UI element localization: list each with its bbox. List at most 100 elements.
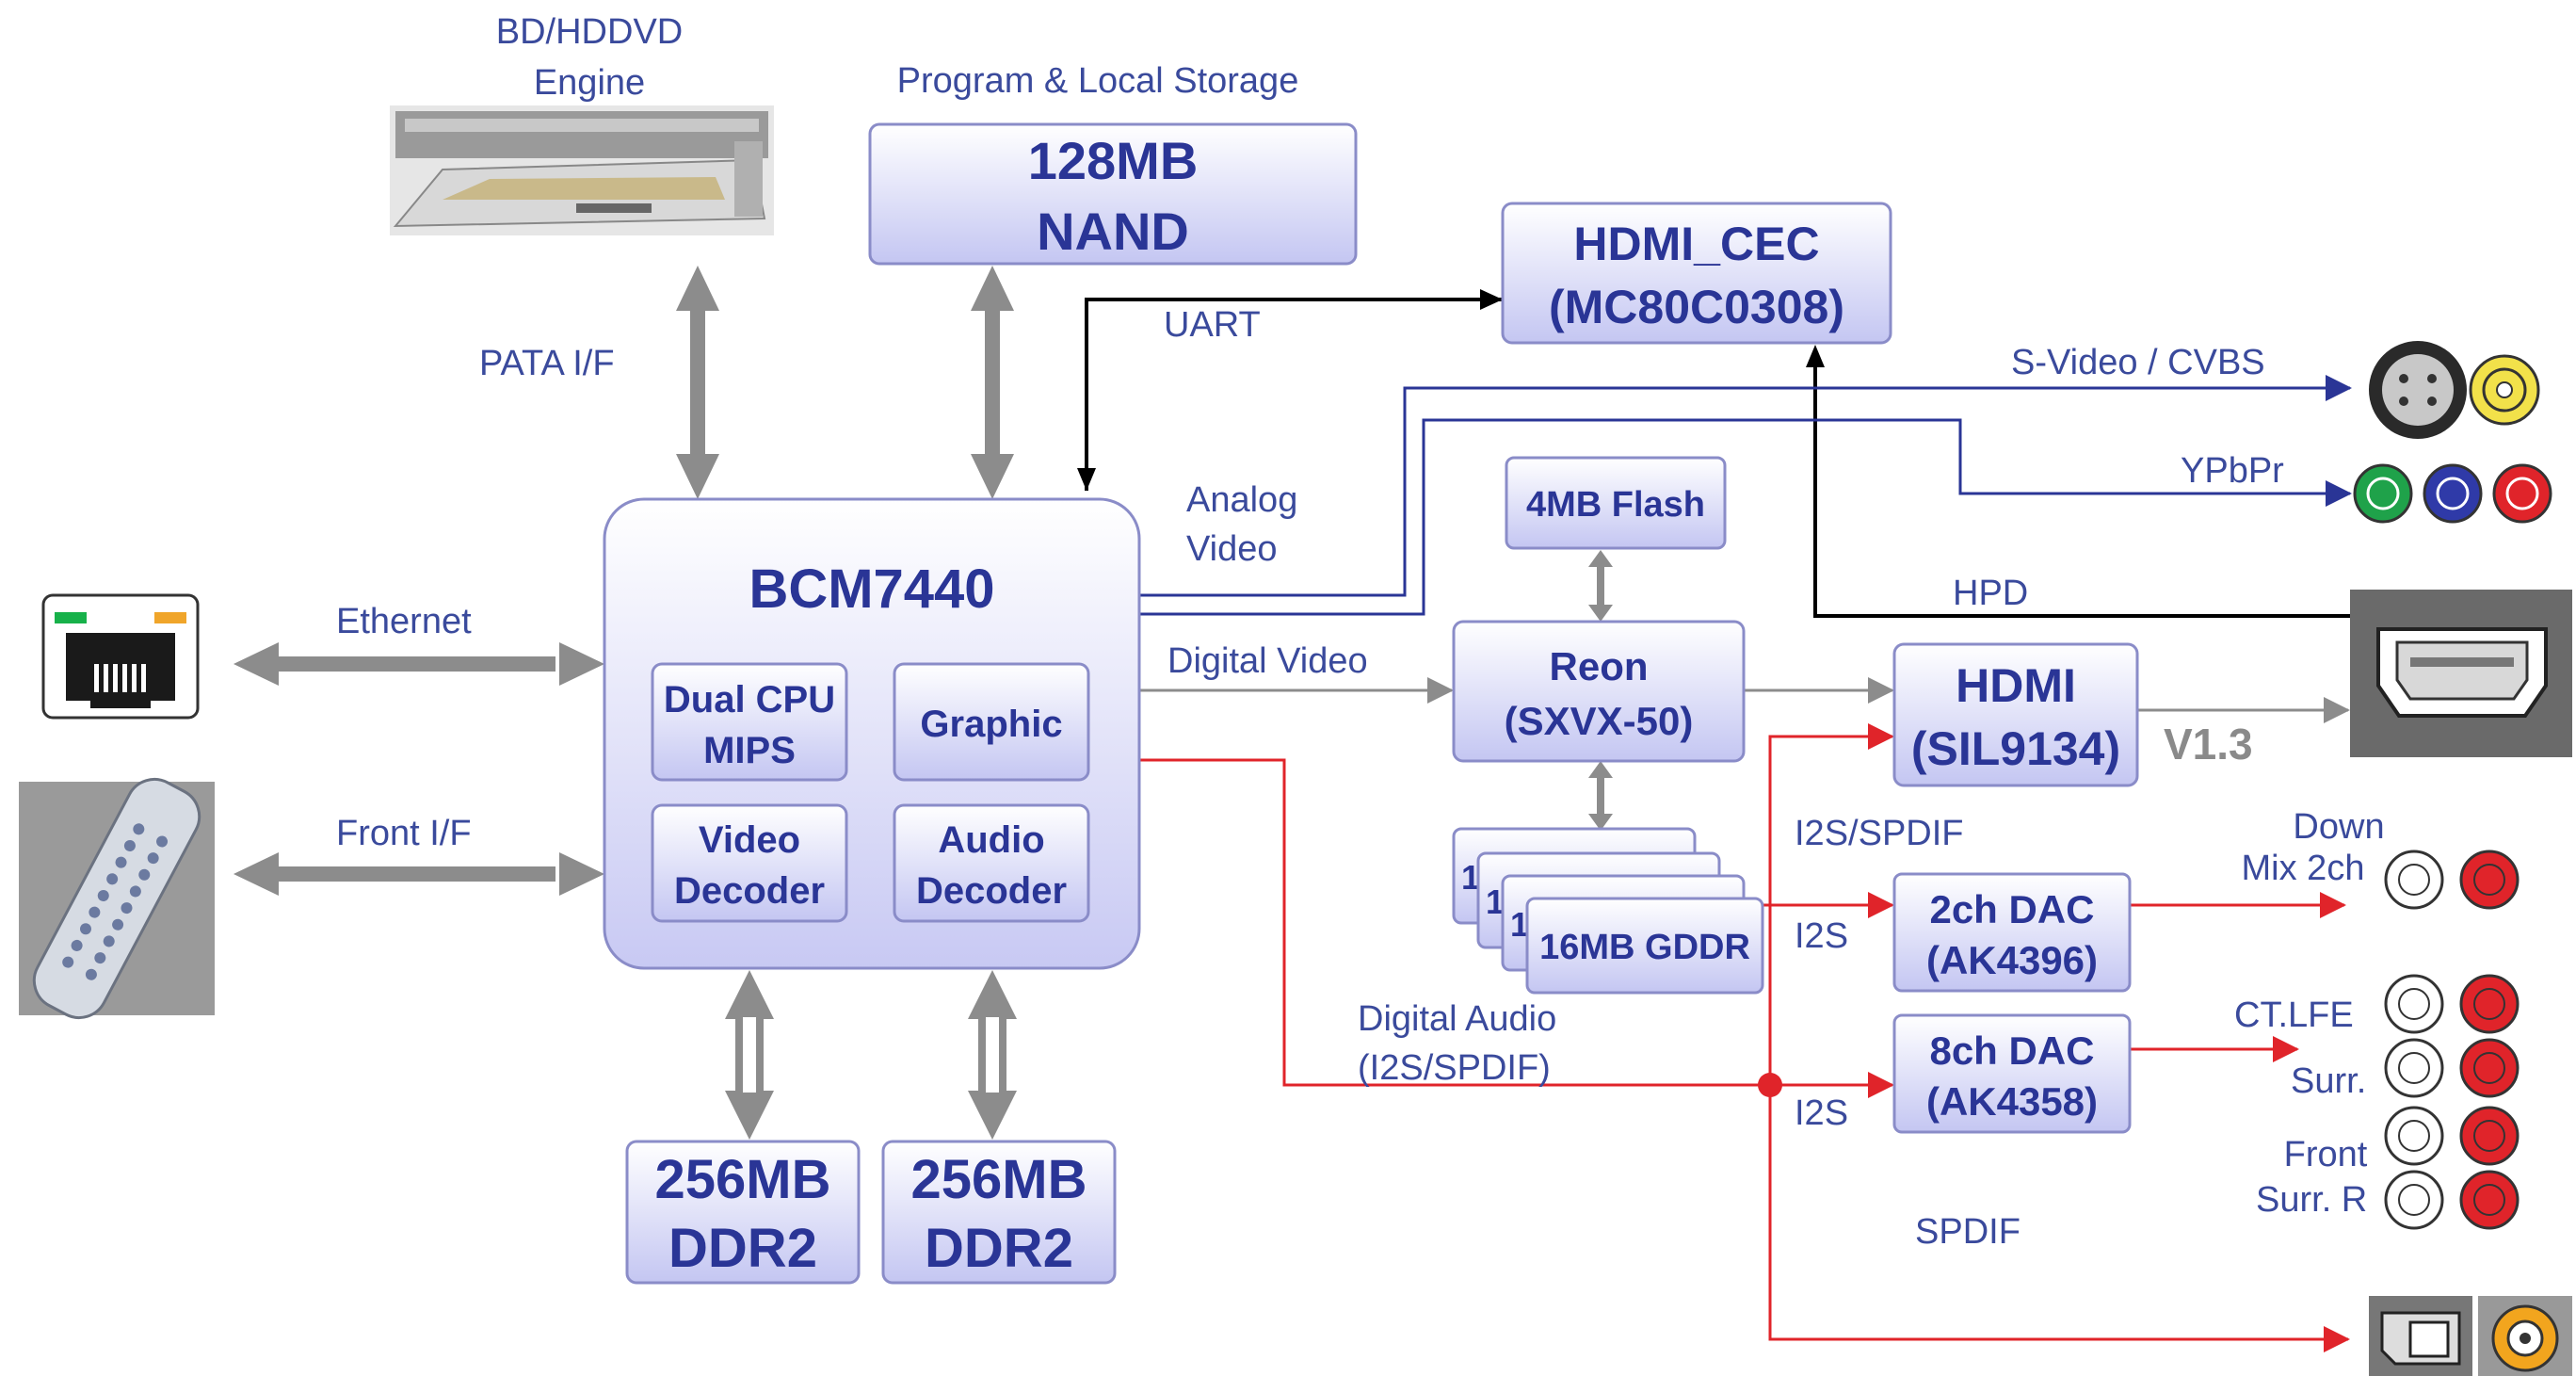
spdif-connector-icon xyxy=(2369,1296,2572,1376)
ypbpr-line xyxy=(1139,418,2352,616)
uart-line xyxy=(1085,298,1503,491)
downmix-rca-icon xyxy=(2384,850,2520,910)
ddr-right-arrow xyxy=(968,970,1017,1140)
ddr2-right-line1: 256MB xyxy=(911,1149,1087,1210)
uart-label: UART xyxy=(1164,305,1261,345)
audio-to-spdif-line xyxy=(1768,1085,2350,1352)
front-if-label: Front I/F xyxy=(336,814,472,853)
dac2-block: 2ch DAC (AK4396) xyxy=(1892,872,2132,993)
digital-audio-line2: (I2S/SPDIF) xyxy=(1358,1048,1551,1088)
pata-arrow xyxy=(676,266,719,499)
nand-line2: NAND xyxy=(1037,202,1189,261)
video-decoder-box xyxy=(651,803,848,923)
front-if-arrow xyxy=(233,852,604,896)
ct-lfe-label: CT.LFE xyxy=(2234,996,2354,1035)
hdmi-cec-line1: HDMI_CEC xyxy=(1573,218,1819,270)
reon-block: Reon (SXVX-50) xyxy=(1452,620,1746,763)
i2s-label-a: I2S xyxy=(1795,916,1848,956)
uart-arrowhead-right xyxy=(1480,289,1503,310)
spdif-label: SPDIF xyxy=(1915,1212,2021,1252)
gddr-back-3-label: 1 xyxy=(1510,905,1529,944)
gddr-label: 16MB GDDR xyxy=(1539,928,1750,967)
gddr-front xyxy=(1525,897,1764,995)
surr-r-rca-icon xyxy=(2384,1170,2520,1230)
bcm7440-title: BCM7440 xyxy=(749,558,994,620)
flash-reon-arrow xyxy=(1588,550,1613,622)
graphic-label: Graphic xyxy=(920,704,1062,745)
dac8-block: 8ch DAC (AK4358) xyxy=(1892,1013,2132,1134)
hpd-label: HPD xyxy=(1953,574,2028,613)
optical-drive-icon xyxy=(390,105,774,235)
remote-control-icon xyxy=(19,777,215,1020)
ethernet-port-icon xyxy=(41,593,200,720)
hdmi-line2: (SIL9134) xyxy=(1911,722,2120,775)
hdmi-block: HDMI (SIL9134) xyxy=(1892,642,2139,787)
audio-decoder-line2: Decoder xyxy=(916,870,1067,912)
composite-connector-icon xyxy=(2469,354,2540,426)
pata-label: PATA I/F xyxy=(479,344,615,383)
gddr-stack: 1 1 1 16MB GDDR xyxy=(1452,827,1764,995)
flash-label: 4MB Flash xyxy=(1526,485,1705,525)
digital-audio-line1: Digital Audio xyxy=(1358,999,1556,1039)
hpd-line xyxy=(1813,352,2350,618)
hdmi-cec-block: HDMI_CEC (MC80C0308) xyxy=(1501,202,1892,345)
bd-engine-line2: Engine xyxy=(534,63,645,103)
bd-engine-line1: BD/HDDVD xyxy=(496,12,683,52)
uart-arrowhead-up xyxy=(1077,468,1096,491)
ddr2-left-block: 256MB DDR2 xyxy=(625,1140,861,1285)
i2s-spdif-label: I2S/SPDIF xyxy=(1795,814,1964,853)
hdmi-cec-line2: (MC80C0308) xyxy=(1549,281,1844,333)
reon-line1: Reon xyxy=(1550,644,1649,688)
ddr2-right-line2: DDR2 xyxy=(925,1218,1073,1279)
analog-video-line1: Analog xyxy=(1186,480,1297,520)
ethernet-label: Ethernet xyxy=(336,602,472,641)
audio-decoder-box xyxy=(893,803,1090,923)
ethernet-arrow xyxy=(233,642,604,686)
video-decoder-line2: Decoder xyxy=(674,870,825,912)
flash-block: 4MB Flash xyxy=(1505,456,1727,550)
audio-junction-dot xyxy=(1758,1073,1782,1097)
audio-decoder-line1: Audio xyxy=(938,819,1044,861)
ddr-left-arrow xyxy=(725,970,774,1140)
dual-cpu-box xyxy=(651,662,848,782)
surr-label: Surr. xyxy=(2291,1061,2366,1101)
bcm7440-block: BCM7440 Dual CPU MIPS Graphic Video Deco… xyxy=(603,497,1141,970)
front-rca-icon xyxy=(2384,1106,2520,1166)
reon-gddr-arrow xyxy=(1588,761,1613,831)
i2s-label-b: I2S xyxy=(1795,1093,1848,1133)
hdmi-line1: HDMI xyxy=(1956,659,2076,712)
digital-audio-line xyxy=(1139,758,1770,1087)
analog-video-line2: Video xyxy=(1186,529,1278,569)
hdmi-port-icon xyxy=(2350,590,2572,757)
nand-arrow xyxy=(971,266,1014,499)
surr-rca-icon xyxy=(2384,1038,2520,1098)
hpd-arrowhead xyxy=(1806,345,1825,367)
dac8-line1: 8ch DAC xyxy=(1929,1028,2094,1073)
nand-block: 128MB NAND xyxy=(868,122,1358,266)
svideo-cvbs-label: S-Video / CVBS xyxy=(2011,343,2265,382)
svideo-line xyxy=(1139,375,2352,597)
dac2-line1: 2ch DAC xyxy=(1929,887,2094,931)
reon-line2: (SXVX-50) xyxy=(1505,699,1694,743)
gddr-back-2-label: 1 xyxy=(1486,882,1505,921)
surr-r-label: Surr. R xyxy=(2256,1180,2367,1220)
dac2-line2: (AK4396) xyxy=(1926,938,2098,982)
ddr2-left-line1: 256MB xyxy=(655,1149,831,1210)
down-mix-line1: Down xyxy=(2293,807,2384,847)
ddr2-left-line2: DDR2 xyxy=(668,1218,817,1279)
down-mix-line2: Mix 2ch xyxy=(2242,849,2365,888)
ddr2-right-block: 256MB DDR2 xyxy=(881,1140,1117,1285)
video-decoder-line1: Video xyxy=(699,819,800,861)
audio-to-hdmi-line xyxy=(1768,723,1894,1085)
ypbpr-label: YPbPr xyxy=(2181,451,2284,491)
front-label: Front xyxy=(2284,1135,2368,1174)
svideo-connector-icon xyxy=(2369,341,2467,439)
dual-cpu-line2: MIPS xyxy=(703,730,796,771)
digital-video-label: Digital Video xyxy=(1167,641,1368,681)
gddr-back-1-label: 1 xyxy=(1461,858,1480,897)
hdmi-version-label: V1.3 xyxy=(2164,720,2253,769)
ctlfe-rca-icon xyxy=(2384,974,2520,1034)
nand-line1: 128MB xyxy=(1028,131,1199,190)
dual-cpu-line1: Dual CPU xyxy=(664,679,835,720)
